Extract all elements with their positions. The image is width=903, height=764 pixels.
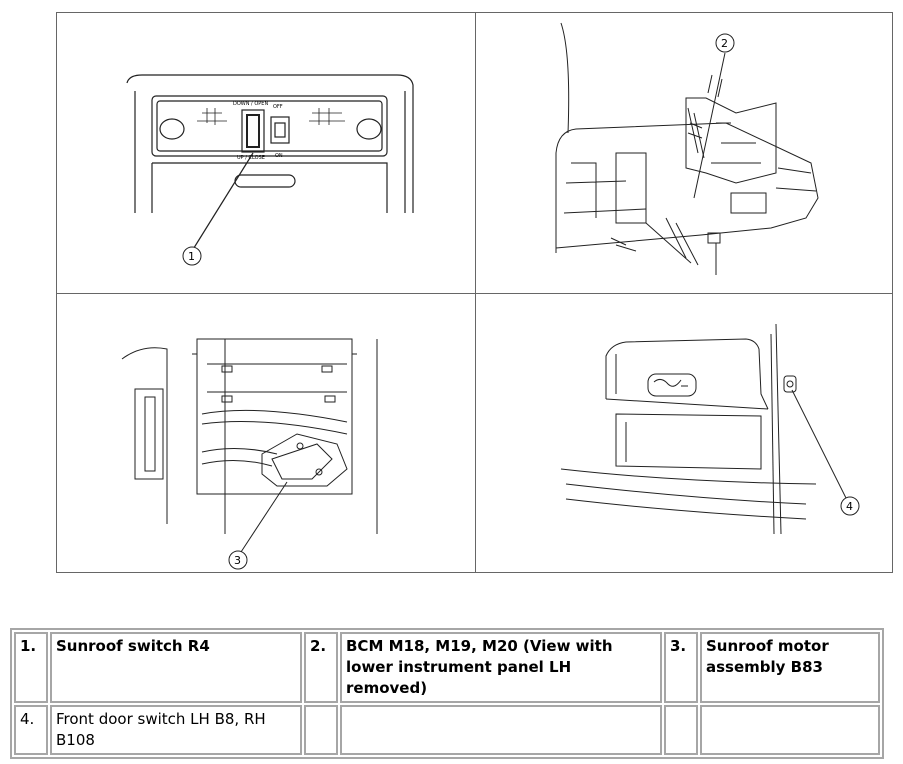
legend-num-3: 3. <box>664 632 698 703</box>
legend-text-3: Sunroof motor assembly B83 <box>700 632 880 703</box>
legend-text-2: BCM M18, M19, M20 (View with lower instr… <box>340 632 662 703</box>
callout-number-1: 1 <box>188 250 195 263</box>
component-legend-table: 1. Sunroof switch R4 2. BCM M18, M19, M2… <box>10 628 884 759</box>
table-row: 1. Sunroof switch R4 2. BCM M18, M19, M2… <box>14 632 880 703</box>
callout-number-3: 3 <box>234 554 241 567</box>
up-close-label: UP / CLOSE <box>237 155 265 161</box>
callout-circle-4 <box>840 496 860 516</box>
panel-front-door-switch: 4 <box>476 294 894 574</box>
on-label: ON <box>275 153 283 159</box>
panel-divider-vertical <box>475 13 476 572</box>
off-label: OFF <box>273 104 283 110</box>
legend-text-4: Front door switch LH B8, RH B108 <box>50 705 302 755</box>
legend-empty-cell <box>304 705 338 755</box>
callout-circle-2 <box>715 33 735 53</box>
legend-num-1: 1. <box>14 632 48 703</box>
callout-circle-3 <box>228 550 248 570</box>
legend-num-2: 2. <box>304 632 338 703</box>
panel-overhead-console: DOWN / OPEN UP / CLOSE OFF ON 1 <box>57 13 475 293</box>
callout-number-2: 2 <box>721 37 728 50</box>
callout-circle-1 <box>182 246 202 266</box>
legend-num-4: 4. <box>14 705 48 755</box>
table-row: 4. Front door switch LH B8, RH B108 <box>14 705 880 755</box>
legend-empty-cell <box>340 705 662 755</box>
illustration-figure: DOWN / OPEN UP / CLOSE OFF ON 1 <box>56 12 893 573</box>
panel-sunroof-motor: 3 <box>57 294 475 574</box>
panel-divider-horizontal <box>57 293 892 294</box>
legend-empty-cell <box>664 705 698 755</box>
callout-number-4: 4 <box>846 500 853 513</box>
panel-bcm-under-dash: 2 <box>476 13 894 293</box>
legend-empty-cell <box>700 705 880 755</box>
down-open-label: DOWN / OPEN <box>233 101 268 107</box>
legend-text-1: Sunroof switch R4 <box>50 632 302 703</box>
